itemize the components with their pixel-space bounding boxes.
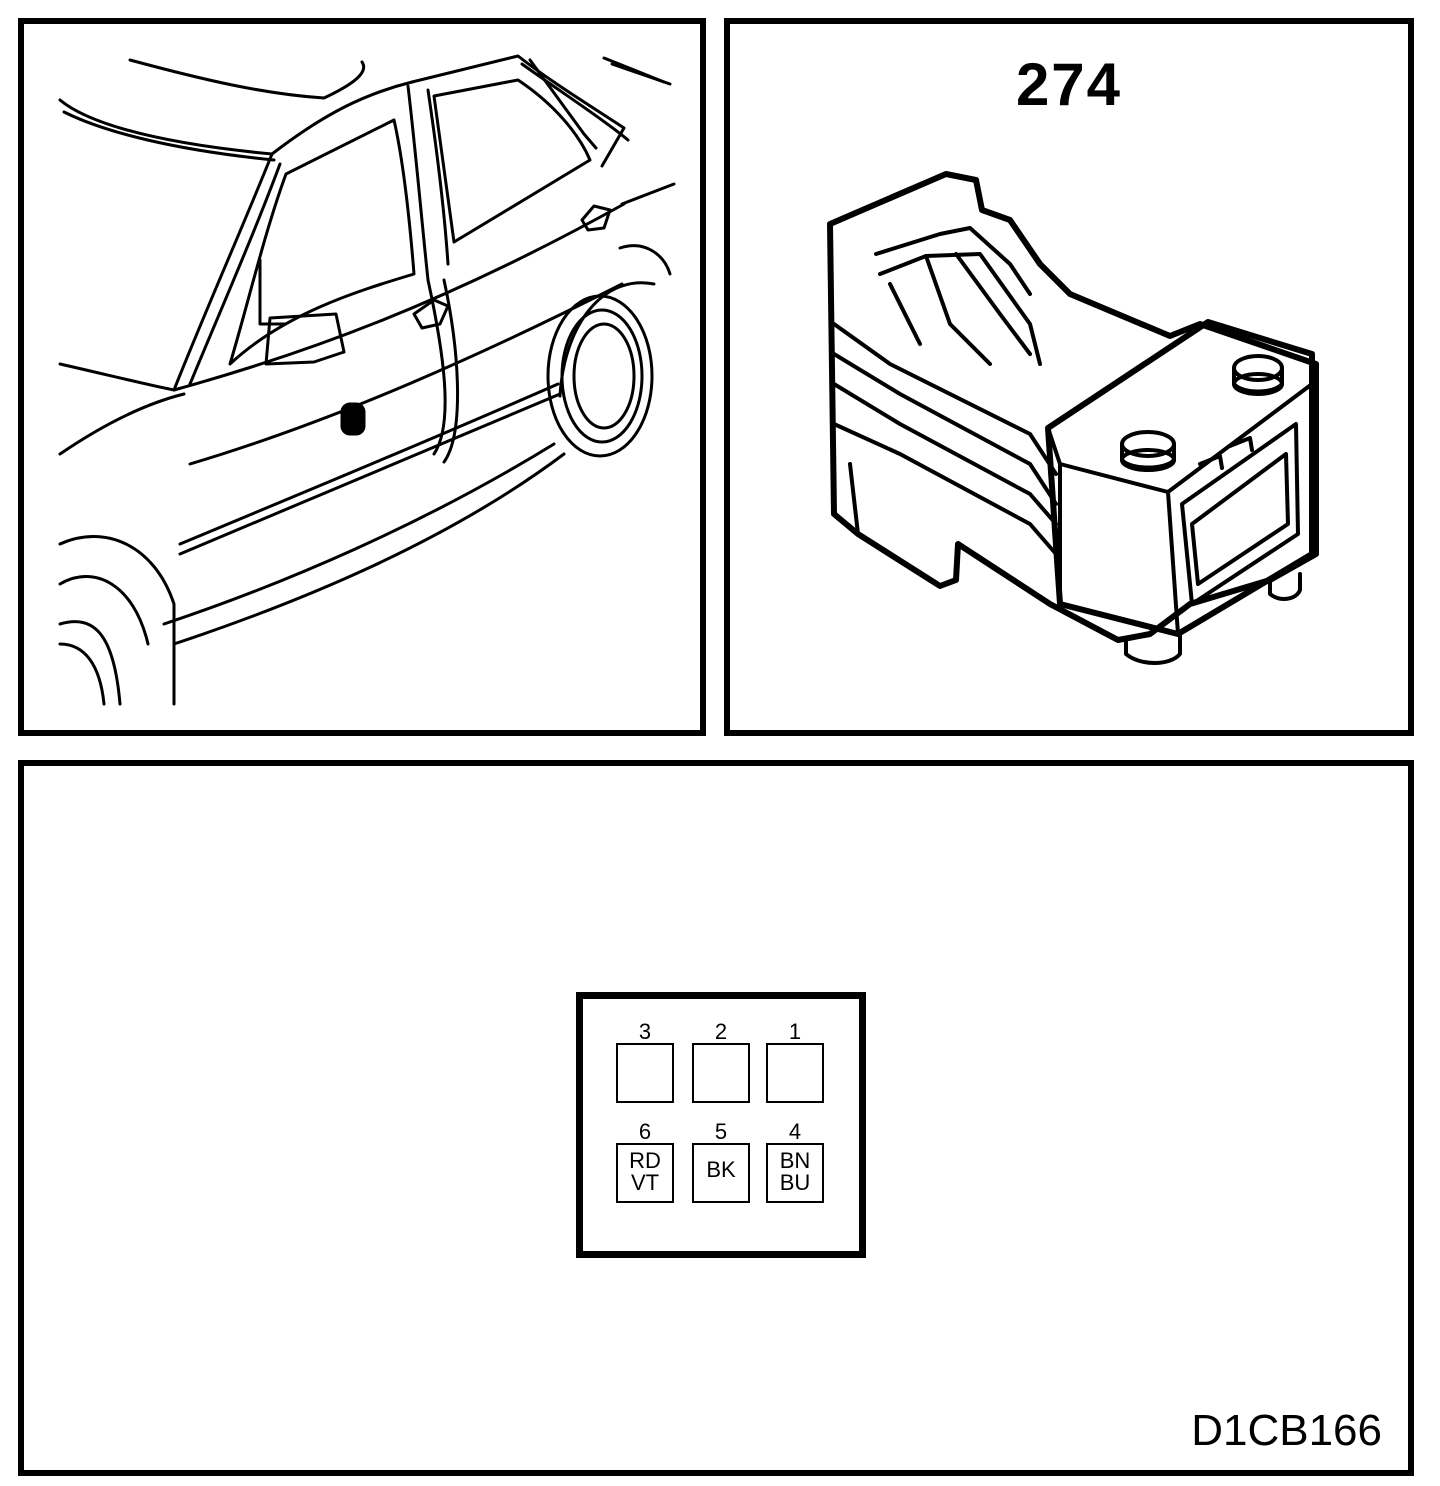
- pin-number: 1: [788, 1019, 802, 1044]
- connector-illustration: [827, 171, 1319, 665]
- pin-number: 6: [638, 1119, 652, 1144]
- pin-cavity: [616, 1043, 674, 1103]
- connector-number: 274: [1015, 51, 1123, 118]
- diagram-id: D1CB166: [1191, 1406, 1382, 1455]
- pin-number: 2: [714, 1019, 728, 1044]
- pin-number: 5: [714, 1119, 728, 1144]
- vehicle-location-panel: [18, 18, 706, 736]
- wire-color: BK: [706, 1157, 736, 1182]
- pin-cavity: BN BU: [766, 1143, 824, 1203]
- wire-color: BU: [779, 1170, 811, 1195]
- pin-3: 3: [616, 1021, 674, 1103]
- pin-cavity: [766, 1043, 824, 1103]
- wire-color: BN: [779, 1148, 811, 1173]
- pin-cavity: [692, 1043, 750, 1103]
- pin-number: 4: [788, 1119, 802, 1144]
- connector-view-panel: 274: [724, 18, 1414, 736]
- pin-1: 1: [766, 1021, 824, 1103]
- connector-face: 3 2 1 6 RD VT 5 BK 4 BN: [576, 992, 866, 1258]
- pin-4: 4 BN BU: [766, 1121, 824, 1203]
- pin-5: 5 BK: [692, 1121, 750, 1203]
- pin-number: 3: [638, 1019, 652, 1044]
- pin-2: 2: [692, 1021, 750, 1103]
- wire-color: VT: [630, 1170, 660, 1195]
- wire-color: RD: [629, 1148, 661, 1173]
- pin-cavity: BK: [692, 1143, 750, 1203]
- vehicle-side-illustration: [58, 54, 676, 706]
- pin-cavity: RD VT: [616, 1143, 674, 1203]
- pin-6: 6 RD VT: [616, 1121, 674, 1203]
- pinout-panel: 3 2 1 6 RD VT 5 BK 4 BN: [18, 760, 1414, 1476]
